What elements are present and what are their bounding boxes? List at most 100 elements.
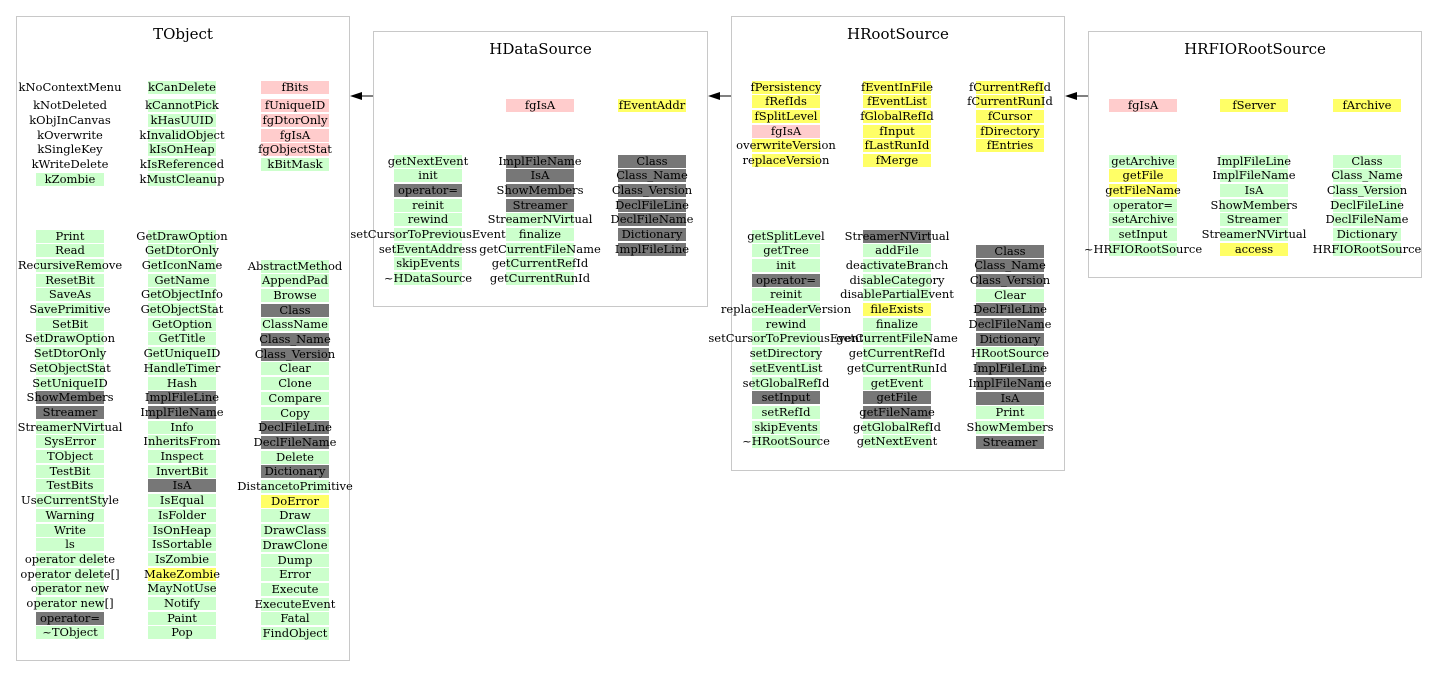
member-kbitmask: kBitMask [267,157,323,171]
member-hrfiorootsource: ~HRFIORootSource [1083,241,1203,256]
member-finput: fInput [879,123,915,138]
member-highlight [752,80,820,94]
member-getuniqueid: GetUniqueID [143,346,221,361]
member-operator-new: operator new[] [26,596,114,610]
member-class-name: Class_Name [974,258,1046,273]
member-declfilename: DeclFileName [1325,212,1409,227]
member-syserror: SysError [43,434,97,449]
member-issortable: IsSortable [151,537,213,552]
member-classname: ClassName [262,317,328,332]
member-highlight [1220,98,1288,112]
member-highlight [148,391,216,405]
member-highlight [506,183,574,197]
member-highlight [976,435,1044,449]
member-feventaddr: fEventAddr [618,97,686,112]
member-highlight [1109,98,1177,112]
member-operator-delete: operator delete[] [20,566,120,581]
member-class: Class [636,153,668,168]
member-highlight [976,288,1044,302]
member-highlight [36,347,104,361]
member-print: Print [995,405,1025,420]
member-highlight [976,406,1044,420]
member-isonheap: IsOnHeap [152,522,212,537]
member-fcurrentrunid: fCurrentRunId [967,94,1053,109]
member-class-version: Class_Version [611,182,693,197]
member-highlight [261,99,329,113]
member-farchive: fArchive [1342,97,1392,112]
member-tobject: ~TObject [42,625,98,640]
class-title: HRootSource [847,25,949,43]
member-highlight [618,169,686,183]
member-highlight [1109,228,1177,241]
member-highlight [752,317,820,331]
member-doerror: DoError [271,493,319,508]
member-execute: Execute [271,581,319,596]
member-highlight [148,273,216,287]
member-highlight [976,244,1044,258]
member-hdatasource: ~HDataSource [383,271,473,286]
member-streamernvirtual: StreamerNVirtual [844,228,950,243]
member-highlight [752,124,820,138]
member-getnextevent: getNextEvent [856,434,938,449]
member-streamer: Streamer [982,434,1038,449]
member-dump: Dump [277,552,313,567]
member-highlight [506,272,574,286]
member-fsplitlevel: fSplitLevel [754,108,818,123]
member-getsplitlevel: getSplitLevel [747,228,825,243]
member-setuniqueid: SetUniqueID [32,375,108,390]
member-highlight [394,272,462,286]
member-highlight [1333,228,1401,241]
member-highlight [148,567,216,581]
member-getfile: getFile [876,390,918,405]
member-highlight [261,333,329,346]
member-setcursortopreviousevent: setCursorToPreviousEvent [350,227,506,241]
member-highlight [863,288,931,302]
member-highlight [976,318,1044,331]
member-implfileline: ImplFileLine [144,390,220,405]
member-declfilename: DeclFileName [253,434,337,449]
member-fgisa: fgIsA [770,123,802,138]
member-declfileline: DeclFileLine [258,420,332,435]
member-highlight [148,172,216,186]
member-highlight [506,257,574,271]
member-highlight [976,347,1044,361]
member-recursiveremove: RecursiveRemove [17,257,123,272]
member-getcurrentfilename: getCurrentFileName [836,331,958,346]
member-getfilename: getFileName [859,404,935,419]
member-highlight [261,582,329,596]
member-feventlist: fEventList [867,94,927,109]
member-highlight [1333,154,1401,168]
member-highlight [752,154,820,167]
member-class-version: Class_Version [254,346,336,361]
member-getcurrentfilename: getCurrentFileName [479,241,601,256]
member-showmembers: ShowMembers [966,419,1054,434]
member-setinput: setInput [1118,227,1168,241]
member-setdirectory: setDirectory [749,346,823,361]
member-highlight [148,450,216,463]
member-deactivatebranch: deactivateBranch [845,257,949,272]
member-highlight [863,347,931,361]
member-highlight [261,158,329,171]
member-highlight [261,597,329,611]
member-highlight [976,273,1044,287]
member-highlight [863,303,931,316]
member-highlight [863,95,931,109]
member-declfileline: DeclFileLine [615,197,689,212]
member-highlight [752,273,820,287]
member-highlight [863,332,931,346]
member-highlight [394,213,462,227]
member-highlight [148,464,216,478]
member-highlight [36,597,104,610]
member-highlight [618,242,686,256]
member-highlight [148,244,216,258]
member-highlight [1333,169,1401,183]
member-highlight [148,80,216,94]
member-highlight [36,258,104,272]
member-kobjincanvas: kObjInCanvas [29,112,111,127]
member-setcursortopreviousevent: setCursorToPreviousEvent [708,331,864,346]
member-flastrunid: fLastRunId [864,138,930,153]
member-highlight [36,405,104,419]
member-highlight [36,464,104,478]
member-highlight [261,80,329,94]
member-highlight [863,391,931,405]
